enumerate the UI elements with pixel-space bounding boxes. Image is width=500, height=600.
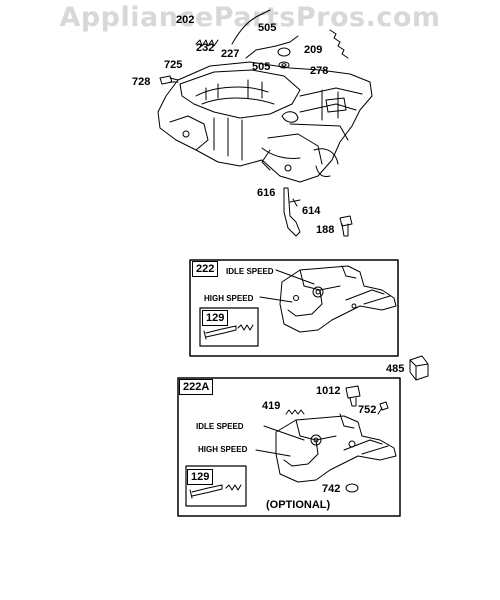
part-label-227: 227	[221, 48, 240, 60]
part-label-202: 202	[176, 14, 195, 26]
governor-lever	[283, 187, 301, 237]
box-222a-sub-label: 129	[187, 469, 214, 485]
control-link	[245, 35, 299, 59]
optional-label: (OPTIONAL)	[266, 499, 331, 511]
part-label-616: 616	[257, 187, 276, 199]
box-222-label: 222	[192, 261, 219, 277]
part-label-614: 614	[302, 205, 321, 217]
part-label-728: 728	[132, 76, 151, 88]
part-label-1012: 1012	[316, 385, 341, 397]
high-speed-label: HIGH SPEED	[204, 294, 254, 303]
high-speed-label-a: HIGH SPEED	[198, 445, 248, 454]
governor-bracket-222	[279, 265, 397, 333]
spring-209	[329, 29, 349, 59]
governor-bracket-222a	[275, 413, 397, 483]
part-label-232: 232	[196, 42, 215, 54]
part-label-742: 742	[322, 483, 341, 495]
watermark: AppliancePartsPros.com	[59, 2, 441, 33]
screw-188	[339, 215, 353, 237]
box-222a	[177, 377, 401, 517]
box-222-sub-label: 129	[202, 310, 229, 326]
part-label-505-top: 505	[258, 22, 277, 34]
part-label-188: 188	[316, 224, 335, 236]
box-222a-sub	[185, 465, 247, 507]
part-label-485: 485	[386, 363, 405, 375]
part-label-209: 209	[304, 44, 323, 56]
governor-link	[231, 9, 271, 45]
engine-housing-illustration	[157, 61, 373, 183]
part-label-752: 752	[358, 404, 377, 416]
part-label-419: 419	[262, 400, 281, 412]
idle-speed-label-a: IDLE SPEED	[196, 422, 244, 431]
box-222	[189, 259, 399, 357]
part-label-505: 505	[252, 61, 271, 73]
part-label-278: 278	[310, 65, 329, 77]
part-label-725: 725	[164, 59, 183, 71]
governor-spring	[195, 39, 219, 47]
nut-485	[409, 355, 429, 381]
box-222a-label: 222A	[179, 379, 214, 395]
idle-speed-label: IDLE SPEED	[226, 267, 274, 276]
box-222-sub	[199, 307, 259, 347]
